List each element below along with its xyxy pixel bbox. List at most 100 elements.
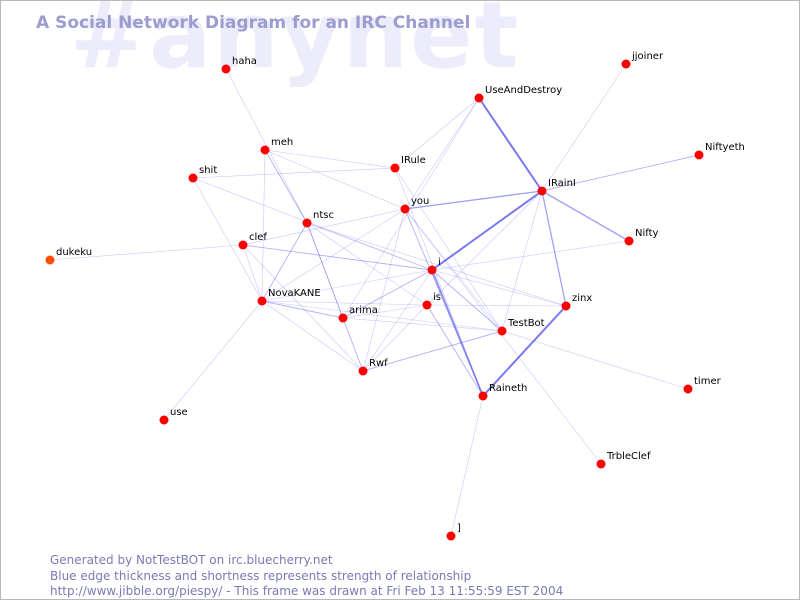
edge-is-IRainI	[426, 190, 543, 306]
node-TestBot[interactable]: TestBot	[497, 318, 545, 336]
edge-meh-ntsc	[264, 149, 308, 224]
edge-arima-TestBot	[342, 317, 503, 332]
node-dot[interactable]	[338, 313, 348, 323]
edge-NovaKANE-you	[261, 208, 406, 302]
node-label: Niftyeth	[705, 142, 745, 153]
edge-clef-you	[242, 208, 406, 246]
node-label: use	[170, 407, 188, 418]
edge-shit-IRule	[192, 167, 396, 179]
edge-TestBot-timer	[501, 330, 689, 390]
node-IRainI[interactable]: IRainI	[537, 178, 576, 196]
node-label: you	[411, 196, 429, 207]
edge-use-NovaKANE	[163, 300, 263, 421]
edge-zinx-Raineth	[482, 305, 567, 397]
node-NovaKANE[interactable]: NovaKANE	[257, 288, 321, 306]
node-label: dukeku	[56, 247, 92, 258]
node-dot[interactable]	[683, 384, 693, 394]
node-label: Raineth	[489, 383, 527, 394]
node-arima[interactable]: arima	[338, 305, 378, 323]
edge-IRule-UseAndDestroy	[394, 97, 480, 169]
node-dot[interactable]	[302, 218, 312, 228]
node-TrbleClef[interactable]: TrbleClef	[596, 451, 651, 469]
edge-is-zinx	[426, 304, 567, 307]
node-label: IRule	[401, 155, 426, 166]
node-dukeku[interactable]: dukeku	[45, 247, 93, 265]
node-Rwf[interactable]: Rwf	[358, 358, 389, 376]
node-label: ntsc	[313, 210, 334, 221]
edge-Rwf-i	[362, 269, 433, 372]
diagram-title: A Social Network Diagram for an IRC Chan…	[36, 13, 471, 33]
node-zinx[interactable]: zinx	[561, 293, 593, 311]
edge-i-TestBot	[431, 269, 503, 332]
node-shit[interactable]: shit	[188, 165, 218, 183]
node-you[interactable]: you	[400, 196, 430, 214]
node-Nifty[interactable]: Nifty	[624, 228, 659, 246]
node-Niftyeth[interactable]: Niftyeth	[694, 142, 745, 160]
edge-ntsc-zinx	[306, 222, 567, 307]
edge-clef-NovaKANE	[242, 244, 263, 302]
node-is[interactable]: is	[422, 292, 442, 310]
node-jjoiner[interactable]: jjoiner	[621, 51, 664, 69]
node-dot[interactable]	[537, 186, 547, 196]
node-dot[interactable]	[400, 204, 410, 214]
node-J[interactable]: ]	[446, 523, 462, 541]
node-dot[interactable]	[159, 415, 169, 425]
node-label: i	[438, 257, 441, 268]
edge-IRainI-Nifty	[541, 190, 630, 242]
node-dot[interactable]	[561, 301, 571, 311]
node-dot[interactable]	[257, 296, 267, 306]
node-IRule[interactable]: IRule	[390, 155, 426, 173]
edge-is-Raineth	[426, 304, 484, 397]
node-clef[interactable]: clef	[238, 232, 268, 250]
node-dot[interactable]	[624, 236, 634, 246]
node-label: jjoiner	[631, 51, 664, 62]
node-use[interactable]: use	[159, 407, 188, 425]
node-dot[interactable]	[390, 163, 400, 173]
node-dot[interactable]	[478, 391, 488, 401]
node-dot[interactable]	[45, 255, 55, 265]
node-haha[interactable]: haha	[221, 56, 257, 74]
node-ntsc[interactable]: ntsc	[302, 210, 334, 228]
node-dot[interactable]	[427, 265, 437, 275]
edge-NovaKANE-i	[261, 269, 433, 302]
node-dot[interactable]	[474, 93, 484, 103]
edge-NovaKANE-arima	[261, 300, 344, 319]
node-label: Nifty	[635, 228, 659, 239]
node-UseAndDestroy[interactable]: UseAndDestroy	[474, 85, 563, 103]
node-dot[interactable]	[358, 366, 368, 376]
node-meh[interactable]: meh	[260, 137, 294, 155]
node-dot[interactable]	[238, 240, 248, 250]
node-dot[interactable]	[596, 459, 606, 469]
edge-you-TrbleClef	[404, 208, 602, 465]
edge-shit-NovaKANE	[192, 177, 263, 302]
edge-meh-you	[264, 149, 406, 210]
node-label: arima	[349, 305, 378, 316]
edge-IRainI-Niftyeth	[541, 154, 700, 192]
node-dot[interactable]	[188, 173, 198, 183]
edge-ntsc-arima	[306, 222, 344, 319]
node-label: meh	[271, 137, 293, 148]
edge-Raineth-J	[450, 395, 484, 537]
edge-Rwf-is	[362, 304, 428, 372]
node-label: UseAndDestroy	[485, 85, 562, 96]
edge-ntsc-is	[306, 222, 428, 306]
edge-dukeku-clef	[49, 244, 244, 261]
node-dot[interactable]	[422, 300, 432, 310]
node-Raineth[interactable]: Raineth	[478, 383, 528, 401]
node-label: TrbleClef	[606, 451, 651, 462]
edge-you-IRainI	[404, 190, 543, 210]
edge-arima-i	[342, 269, 433, 319]
node-timer[interactable]: timer	[683, 376, 722, 394]
edge-arima-is	[342, 304, 428, 319]
node-dot[interactable]	[260, 145, 270, 155]
node-dot[interactable]	[694, 150, 704, 160]
node-dot[interactable]	[497, 326, 507, 336]
edge-you-TestBot	[404, 208, 503, 332]
edge-meh-IRule	[264, 149, 396, 169]
node-i[interactable]: i	[427, 257, 441, 275]
node-dot[interactable]	[446, 531, 456, 541]
node-dot[interactable]	[621, 59, 631, 69]
node-dot[interactable]	[221, 64, 231, 74]
